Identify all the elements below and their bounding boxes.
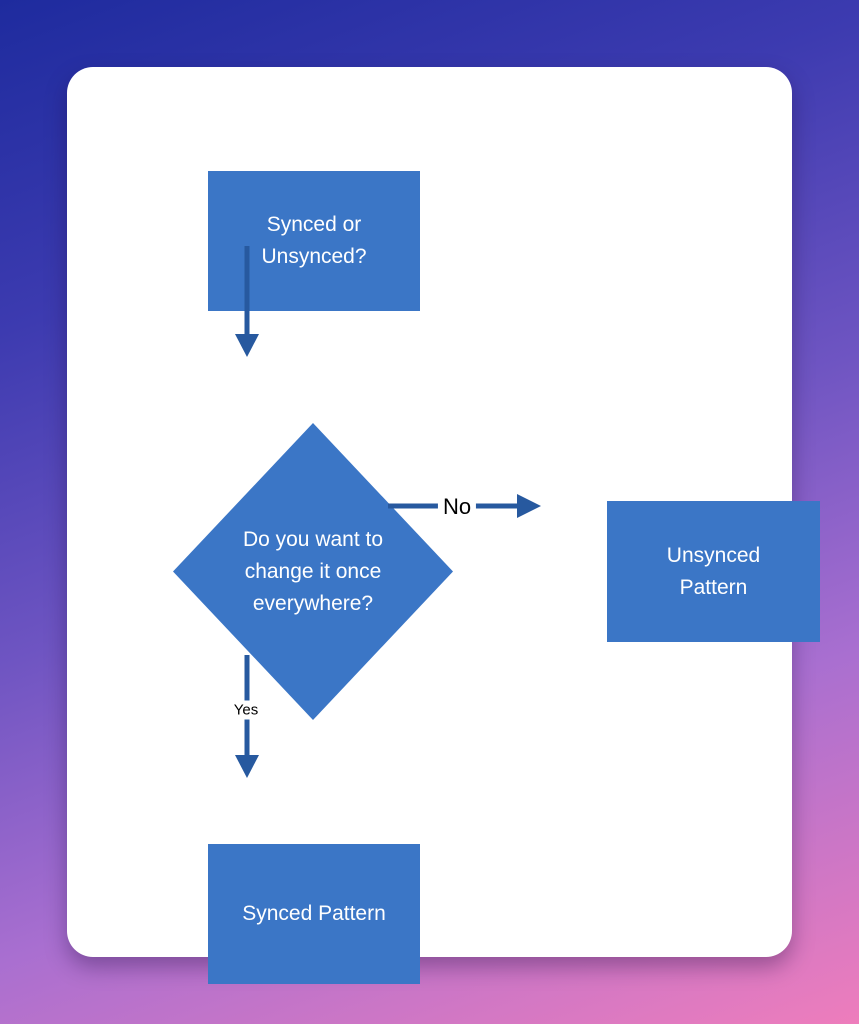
node-unsynced-pattern-label-line: Pattern	[679, 575, 748, 599]
node-unsynced-pattern-label-line: Unsynced	[666, 543, 761, 567]
node-synced-pattern-label: Synced Pattern	[242, 898, 386, 930]
edge-label-no: No	[437, 493, 477, 521]
edge-label-yes: Yes	[228, 700, 264, 720]
node-start-label: Synced or Unsynced?	[261, 209, 366, 273]
node-synced-pattern: Synced Pattern	[208, 844, 420, 984]
node-decision-label-line: Do you want to	[242, 527, 384, 551]
node-decision-label-line: change it once	[244, 559, 382, 583]
node-start-label-line: Unsynced?	[261, 245, 367, 268]
node-synced-pattern-label-line: Synced Pattern	[242, 902, 386, 925]
node-unsynced-pattern: Unsynced Pattern	[607, 501, 820, 642]
flowchart-card: Synced or Unsynced? Do you want to chang…	[67, 67, 820, 984]
node-decision-label: Do you want to change it once everywhere…	[243, 524, 383, 620]
node-start: Synced or Unsynced?	[208, 171, 420, 311]
node-start-label-line: Synced or	[266, 213, 362, 236]
node-decision-diamond: Do you want to change it once everywhere…	[173, 423, 453, 720]
node-decision-label-line: everywhere?	[252, 591, 374, 615]
node-unsynced-pattern-label: Unsynced Pattern	[667, 540, 760, 604]
